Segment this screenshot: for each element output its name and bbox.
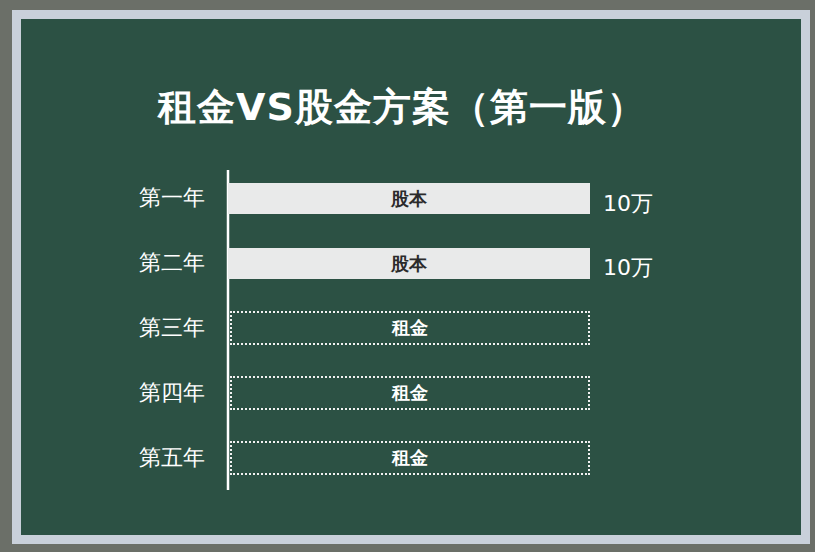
bar-label: 租金	[392, 316, 428, 340]
title: 租金VS股金方案（第一版）	[158, 82, 646, 133]
year-label: 第四年	[139, 378, 205, 408]
year-label: 第三年	[139, 313, 205, 343]
equity-bar: 股本	[228, 248, 590, 279]
equity-bar: 股本	[228, 183, 590, 214]
bar-label: 股本	[391, 187, 427, 211]
bar-label: 租金	[392, 381, 428, 405]
bar-label: 租金	[392, 446, 428, 470]
year-label: 第二年	[139, 248, 205, 278]
amount-label: 10万	[603, 253, 653, 283]
rent-bar: 租金	[230, 441, 590, 475]
rent-bar: 租金	[230, 311, 590, 345]
amount-label: 10万	[603, 189, 653, 219]
year-label: 第五年	[139, 443, 205, 473]
chalkboard: 租金VS股金方案（第一版）股本股本租金租金租金第一年第二年第三年第四年第五年10…	[12, 10, 810, 544]
rent-bar: 租金	[230, 376, 590, 410]
year-label: 第一年	[139, 183, 205, 213]
bar-label: 股本	[391, 252, 427, 276]
